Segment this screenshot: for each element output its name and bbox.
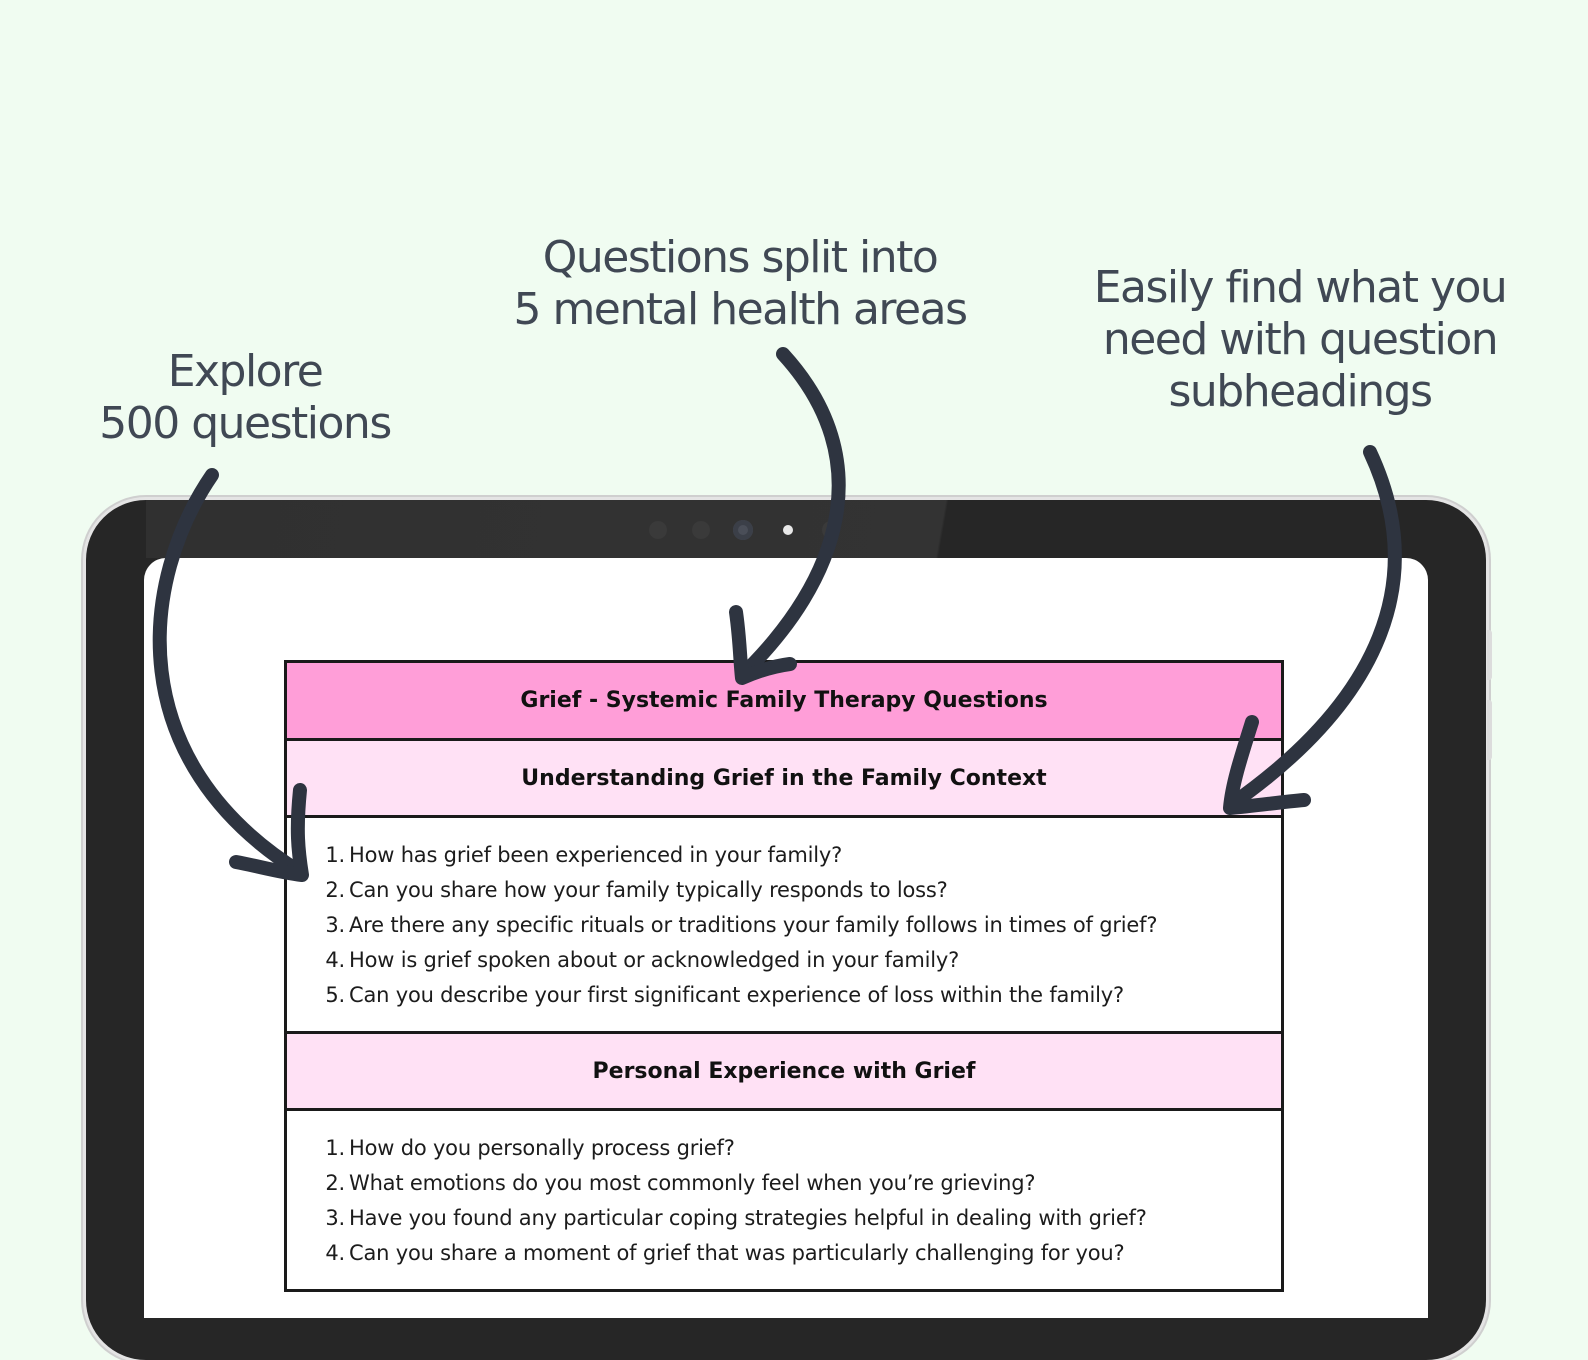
question-number: 3.	[325, 913, 345, 937]
question-number: 1.	[325, 843, 345, 867]
list-item: 4.Can you share a moment of grief that w…	[287, 1236, 1281, 1271]
callout-subheadings-line-2: need with question	[1102, 314, 1499, 365]
document-title: Grief - Systemic Family Therapy Question…	[287, 663, 1281, 741]
question-text: What emotions do you most commonly feel …	[349, 1171, 1036, 1195]
list-item: 3.Are there any specific rituals or trad…	[287, 908, 1281, 943]
section-heading: Personal Experience with Grief	[287, 1034, 1281, 1111]
section-heading: Understanding Grief in the Family Contex…	[287, 741, 1281, 818]
question-number: 4.	[325, 1241, 345, 1265]
question-number: 4.	[325, 948, 345, 972]
list-item: 1.How has grief been experienced in your…	[287, 838, 1281, 873]
question-number: 2.	[325, 878, 345, 902]
sensor-dot	[692, 521, 710, 539]
camera-light-icon	[783, 525, 793, 535]
question-text: How do you personally process grief?	[349, 1136, 735, 1160]
list-item: 3.Have you found any particular coping s…	[287, 1201, 1281, 1236]
callout-explore-line-1: Explore	[167, 346, 324, 397]
question-list: 1.How has grief been experienced in your…	[287, 818, 1281, 1034]
volume-button	[1487, 630, 1492, 680]
question-number: 1.	[325, 1136, 345, 1160]
list-item: 5.Can you describe your first significan…	[287, 978, 1281, 1013]
camera-lens-icon	[733, 520, 753, 540]
callout-subheadings-line-1: Easily find what you	[1093, 262, 1508, 313]
sensor-dot	[649, 521, 667, 539]
question-text: Are there any specific rituals or tradit…	[349, 913, 1158, 937]
callout-areas: Questions split into 5 mental health are…	[480, 232, 1000, 336]
question-number: 5.	[325, 983, 345, 1007]
list-item: 1.How do you personally process grief?	[287, 1131, 1281, 1166]
list-item: 2.Can you share how your family typicall…	[287, 873, 1281, 908]
sensor-dot	[822, 521, 840, 539]
callout-subheadings: Easily find what you need with question …	[1060, 262, 1540, 418]
volume-button	[1487, 700, 1492, 760]
question-document: Grief - Systemic Family Therapy Question…	[284, 660, 1284, 1292]
list-item: 4.How is grief spoken about or acknowled…	[287, 943, 1281, 978]
tablet-device: Grief - Systemic Family Therapy Question…	[86, 500, 1492, 1360]
callout-areas-line-2: 5 mental health areas	[513, 284, 968, 335]
callout-subheadings-line-3: subheadings	[1168, 366, 1433, 417]
callout-areas-line-1: Questions split into	[542, 232, 939, 283]
question-number: 3.	[325, 1206, 345, 1230]
question-text: Can you share how your family typically …	[349, 878, 948, 902]
callout-explore-line-2: 500 questions	[99, 398, 392, 449]
question-list: 1.How do you personally process grief? 2…	[287, 1111, 1281, 1289]
question-number: 2.	[325, 1171, 345, 1195]
question-text: How has grief been experienced in your f…	[349, 843, 843, 867]
question-text: Have you found any particular coping str…	[349, 1206, 1147, 1230]
question-text: Can you share a moment of grief that was…	[349, 1241, 1125, 1265]
tablet-screen: Grief - Systemic Family Therapy Question…	[144, 558, 1428, 1318]
list-item: 2.What emotions do you most commonly fee…	[287, 1166, 1281, 1201]
callout-explore: Explore 500 questions	[60, 346, 430, 450]
question-text: Can you describe your first significant …	[349, 983, 1124, 1007]
question-text: How is grief spoken about or acknowledge…	[349, 948, 960, 972]
